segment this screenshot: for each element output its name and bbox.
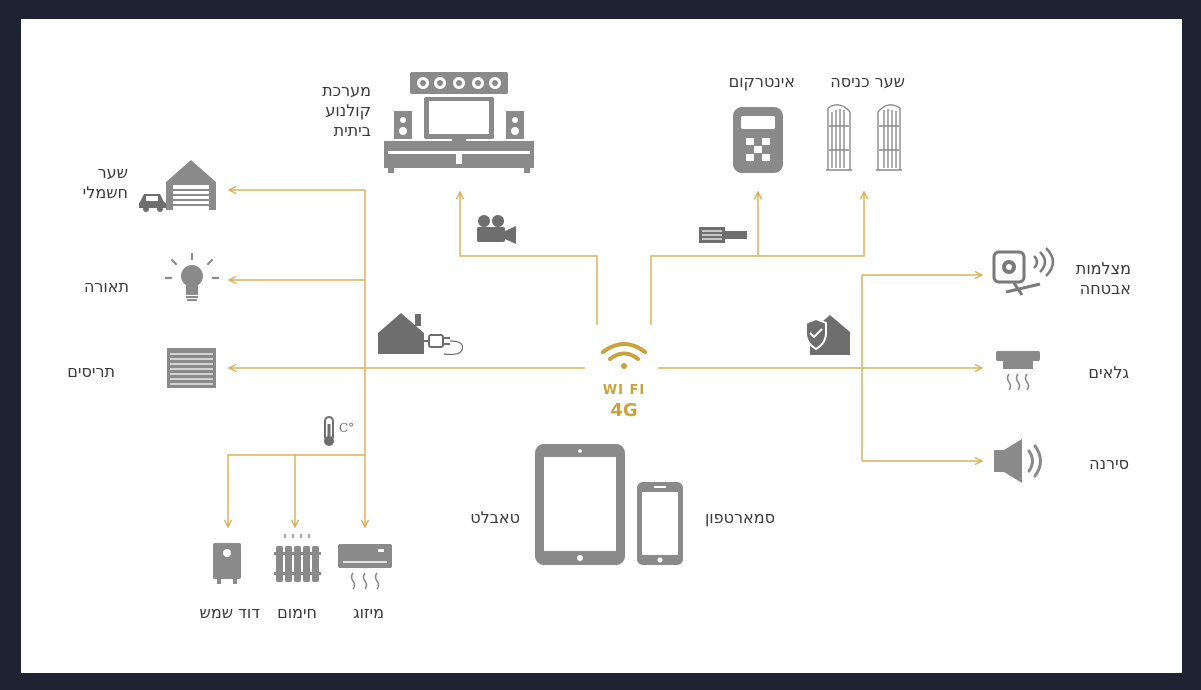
label-security-cameras: מצלמות אבטחה (1075, 259, 1131, 298)
smartphone-icon (637, 482, 683, 565)
shield-house-icon (805, 315, 850, 355)
blinds-icon (167, 348, 216, 388)
intercom-icon (733, 107, 783, 173)
label-smartphone: סמארטפון (704, 508, 775, 527)
line-to-home-theater (460, 192, 598, 325)
label-siren: סירנה (1089, 454, 1129, 473)
label-tablet: טאבלט (470, 508, 520, 527)
siren-icon (994, 439, 1042, 483)
wifi-icon (601, 342, 647, 369)
bulb-icon (164, 252, 220, 301)
boiler-icon (213, 543, 241, 584)
radiator-icon (274, 534, 321, 582)
label-solar-boiler: דוד שמש (199, 603, 260, 622)
car-icon (139, 194, 166, 212)
home-theater-icon (384, 72, 534, 173)
connection-lines (228, 190, 982, 527)
house-plug-icon (378, 313, 464, 356)
hub-line1: WI FI (603, 383, 645, 398)
label-heating: חימום (277, 603, 317, 622)
label-blinds: תריסים (67, 362, 115, 381)
thermometer-icon (324, 416, 334, 446)
tablet-icon (535, 444, 625, 565)
gate-icon (826, 104, 902, 171)
label-intercom: אינטרקום (728, 72, 795, 91)
cctv-icon (992, 247, 1055, 296)
label-entrance-gate: שער כניסה (830, 72, 905, 91)
temperature-unit: C° (339, 421, 354, 435)
detector-icon (996, 351, 1040, 391)
label-lighting: תאורה (83, 277, 129, 296)
hub-line2: 4G (610, 400, 637, 421)
plug-icon (699, 227, 747, 243)
line-climate-bus (228, 454, 365, 527)
garage-icon (166, 160, 216, 210)
camera-icon (477, 215, 516, 244)
label-home-theater: מערכת קולנוע ביתית (322, 81, 371, 140)
label-air-conditioning: מיזוג (353, 603, 384, 622)
label-detectors: גלאים (1088, 363, 1129, 382)
label-electric-gate: שער חשמלי (82, 163, 128, 202)
ac-icon (338, 544, 392, 590)
